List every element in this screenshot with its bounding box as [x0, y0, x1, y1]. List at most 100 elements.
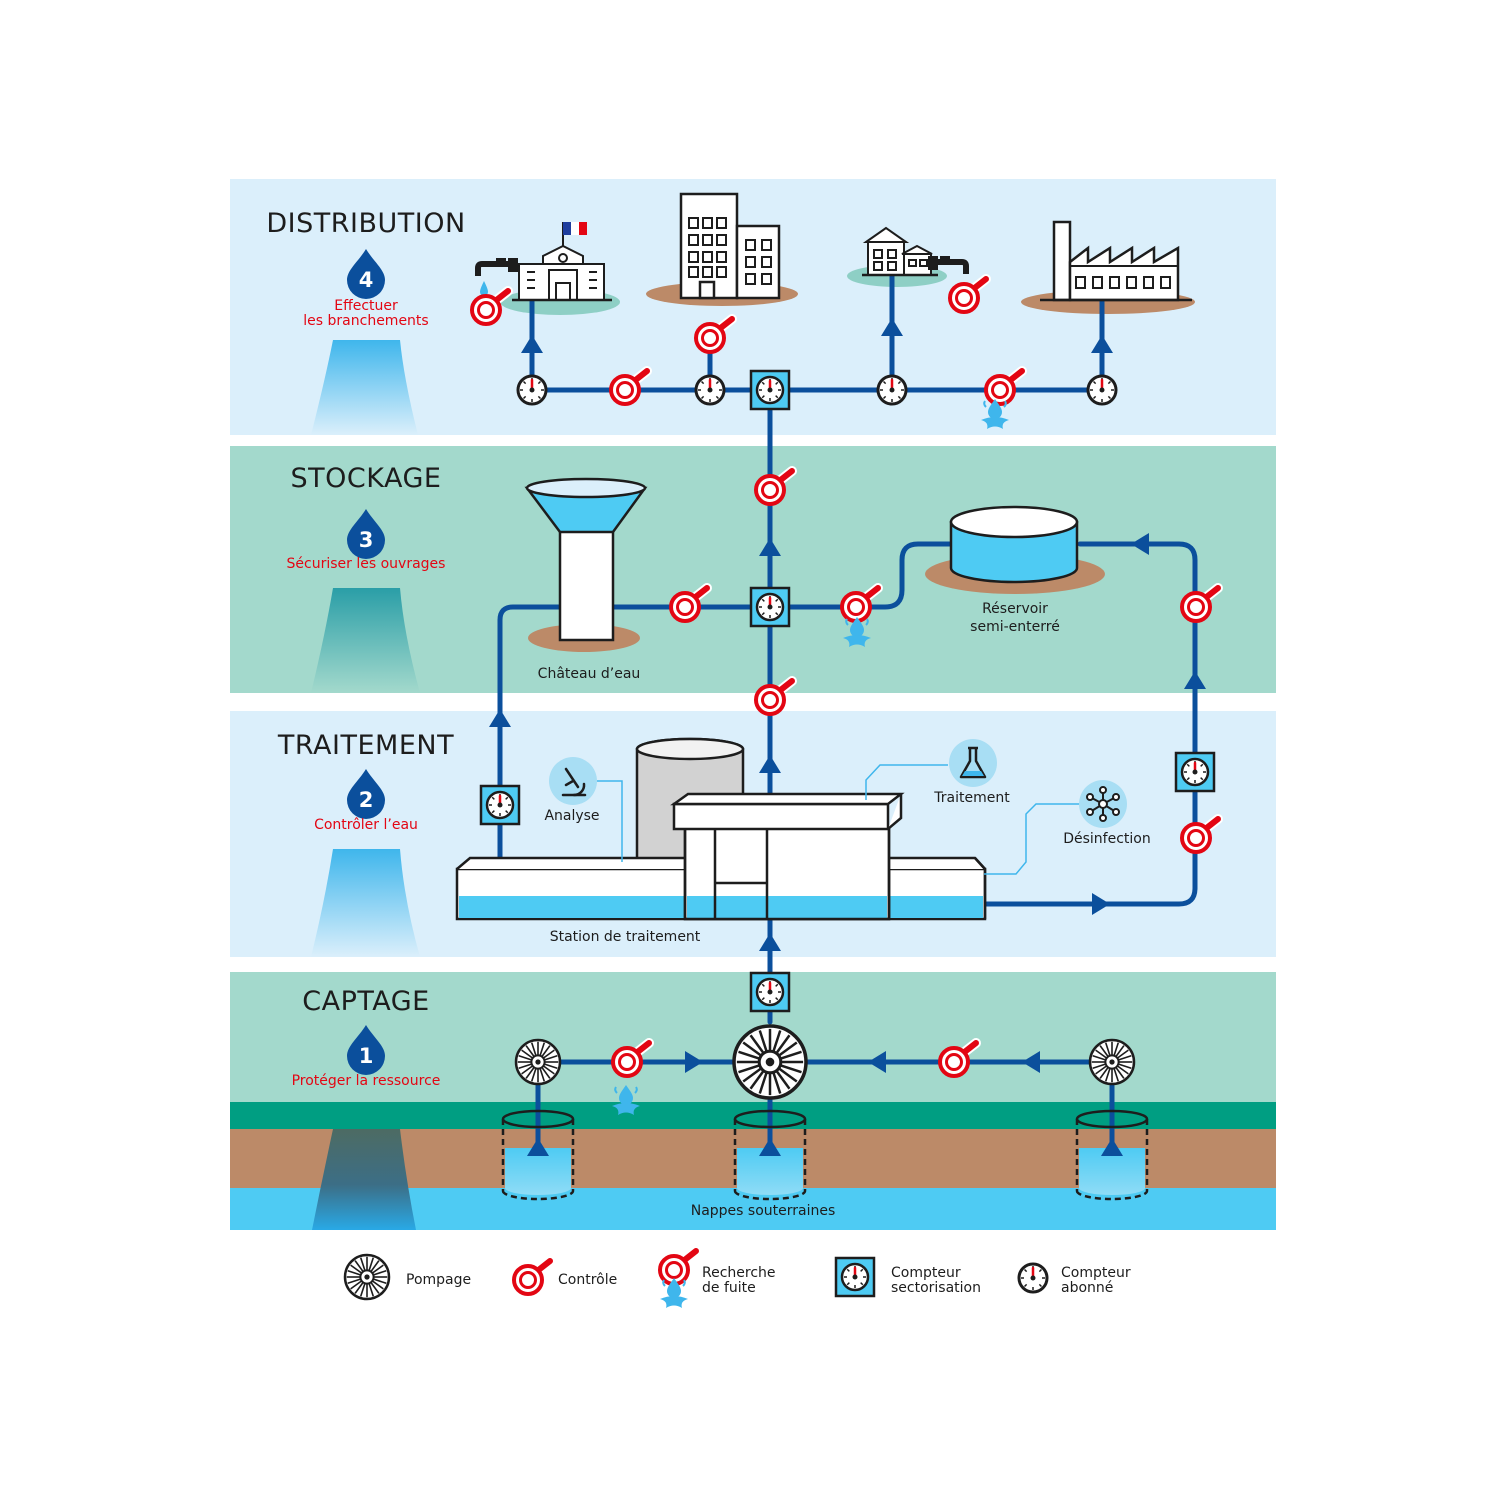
- legend-control-icon: [512, 1256, 555, 1296]
- window: [761, 239, 772, 251]
- molecule-icon: [1079, 780, 1127, 828]
- window: [702, 234, 713, 246]
- window: [702, 266, 713, 278]
- sector-meter-icon: [749, 586, 791, 628]
- city-hall-icon: [512, 222, 612, 302]
- distribution-subtitle: Effectuer les branchements: [303, 298, 429, 329]
- control-icon: [948, 274, 991, 314]
- well-icon: [501, 1109, 575, 1201]
- traitement-beam: [311, 849, 420, 957]
- leak-drops: [612, 399, 1009, 1115]
- stage-1-drop-icon: 1: [347, 1025, 385, 1075]
- window: [688, 251, 699, 263]
- sector-meter-icon: [749, 971, 791, 1013]
- legend-pump-icon: [343, 1253, 391, 1301]
- control-icon: [611, 1038, 654, 1078]
- stockage-subtitle: Sécuriser les ouvrages: [286, 556, 446, 572]
- reservoir-label-line2: semi-enterré: [970, 619, 1060, 635]
- control-icon: [669, 583, 712, 623]
- nappes-label: Nappes souterraines: [690, 1203, 836, 1219]
- captage-beam: [312, 1129, 416, 1230]
- legend-label-recherche-fuite: Recherche de fuite: [702, 1265, 776, 1296]
- sector-meter-icon: [479, 784, 521, 826]
- well-icon: [1075, 1109, 1149, 1201]
- window: [745, 273, 756, 285]
- tap-left-icon: [475, 258, 518, 296]
- flask-icon: [949, 739, 997, 787]
- stage-4-number: 4: [359, 268, 374, 292]
- stage-2-number: 2: [359, 788, 374, 812]
- distribution-beam: [311, 340, 418, 435]
- window: [745, 239, 756, 251]
- legend-icons: [343, 1246, 1049, 1308]
- captage-subtitle: Protéger la ressource: [291, 1073, 441, 1089]
- house-icon: [862, 226, 938, 277]
- control-icon: [754, 466, 797, 506]
- stage-3-drop-icon: 3: [347, 509, 385, 559]
- window: [716, 251, 727, 263]
- captage-title: CAPTAGE: [302, 986, 430, 1017]
- subscriber-meter-icon: [876, 374, 908, 406]
- window: [716, 266, 727, 278]
- well-icon: [733, 1109, 807, 1201]
- subscriber-meter-icon: [694, 374, 726, 406]
- leak-drop-icon: [612, 1085, 640, 1115]
- apartment-windows: [688, 217, 772, 285]
- stage-1-number: 1: [359, 1044, 374, 1068]
- distribution-title: DISTRIBUTION: [266, 208, 466, 239]
- traitement-subtitle: Contrôler l’eau: [314, 817, 418, 833]
- grass-strip: [230, 1102, 1276, 1129]
- stockage-beam: [311, 588, 420, 693]
- stage-3-number: 3: [359, 528, 374, 552]
- sector-meter-icon-dial: [755, 977, 785, 1007]
- window: [688, 266, 699, 278]
- window: [716, 234, 727, 246]
- sector-meter-icon-dial: [1180, 757, 1210, 787]
- traitement-label: Traitement: [934, 790, 1010, 806]
- control-points: [470, 274, 1223, 1078]
- subscriber-meter-icon: [1086, 374, 1118, 406]
- subscriber-meter-icon: [516, 374, 548, 406]
- tap-right-icon: [928, 256, 969, 274]
- window: [716, 217, 727, 229]
- flow-arrows: [489, 318, 1206, 1073]
- chateau-label: Château d’eau: [537, 666, 641, 682]
- window: [702, 217, 713, 229]
- legend-label-compteur-abonne: Compteur abonné: [1061, 1265, 1131, 1296]
- control-icon: [938, 1038, 981, 1078]
- control-icon: [754, 676, 797, 716]
- control-icon: [984, 366, 1027, 406]
- legend-label-compteur-sectorisation: Compteur sectorisation: [891, 1265, 981, 1296]
- window: [702, 251, 713, 263]
- pump-icon: [514, 1038, 562, 1086]
- window: [688, 217, 699, 229]
- control-icon: [1180, 814, 1223, 854]
- stage-4-drop-icon: 4: [347, 249, 385, 299]
- legend-leak-control-icon: [658, 1246, 701, 1286]
- desinfection-label: Désinfection: [1063, 831, 1151, 847]
- microscope-icon: [549, 757, 597, 805]
- window: [761, 256, 772, 268]
- sector-meters: [479, 369, 1216, 1013]
- reservoir-icon: [949, 505, 1079, 584]
- control-icon: [1180, 583, 1223, 623]
- control-icon: [694, 314, 737, 354]
- legend-sector-meter-icon-dial: [840, 1262, 870, 1292]
- water-tower-icon: [524, 477, 648, 642]
- wells: [501, 1109, 1149, 1201]
- traitement-title: TRAITEMENT: [277, 730, 455, 761]
- legend-sector-meter-icon: [834, 1256, 876, 1298]
- factory-icon: [1040, 220, 1192, 302]
- stockage-title: STOCKAGE: [290, 463, 442, 494]
- legend-leak-drop-icon: [660, 1278, 688, 1308]
- window: [761, 273, 772, 285]
- legend-subscriber-meter-icon: [1017, 1262, 1049, 1294]
- sector-meter-icon: [1174, 751, 1216, 793]
- control-icon: [470, 286, 513, 326]
- sector-meter-icon: [749, 369, 791, 411]
- window: [688, 234, 699, 246]
- pump-icon: [1088, 1038, 1136, 1086]
- leak-drop-icon: [843, 617, 871, 647]
- legend-label-pompage: Pompage: [406, 1272, 472, 1288]
- sector-meter-icon-dial: [755, 592, 785, 622]
